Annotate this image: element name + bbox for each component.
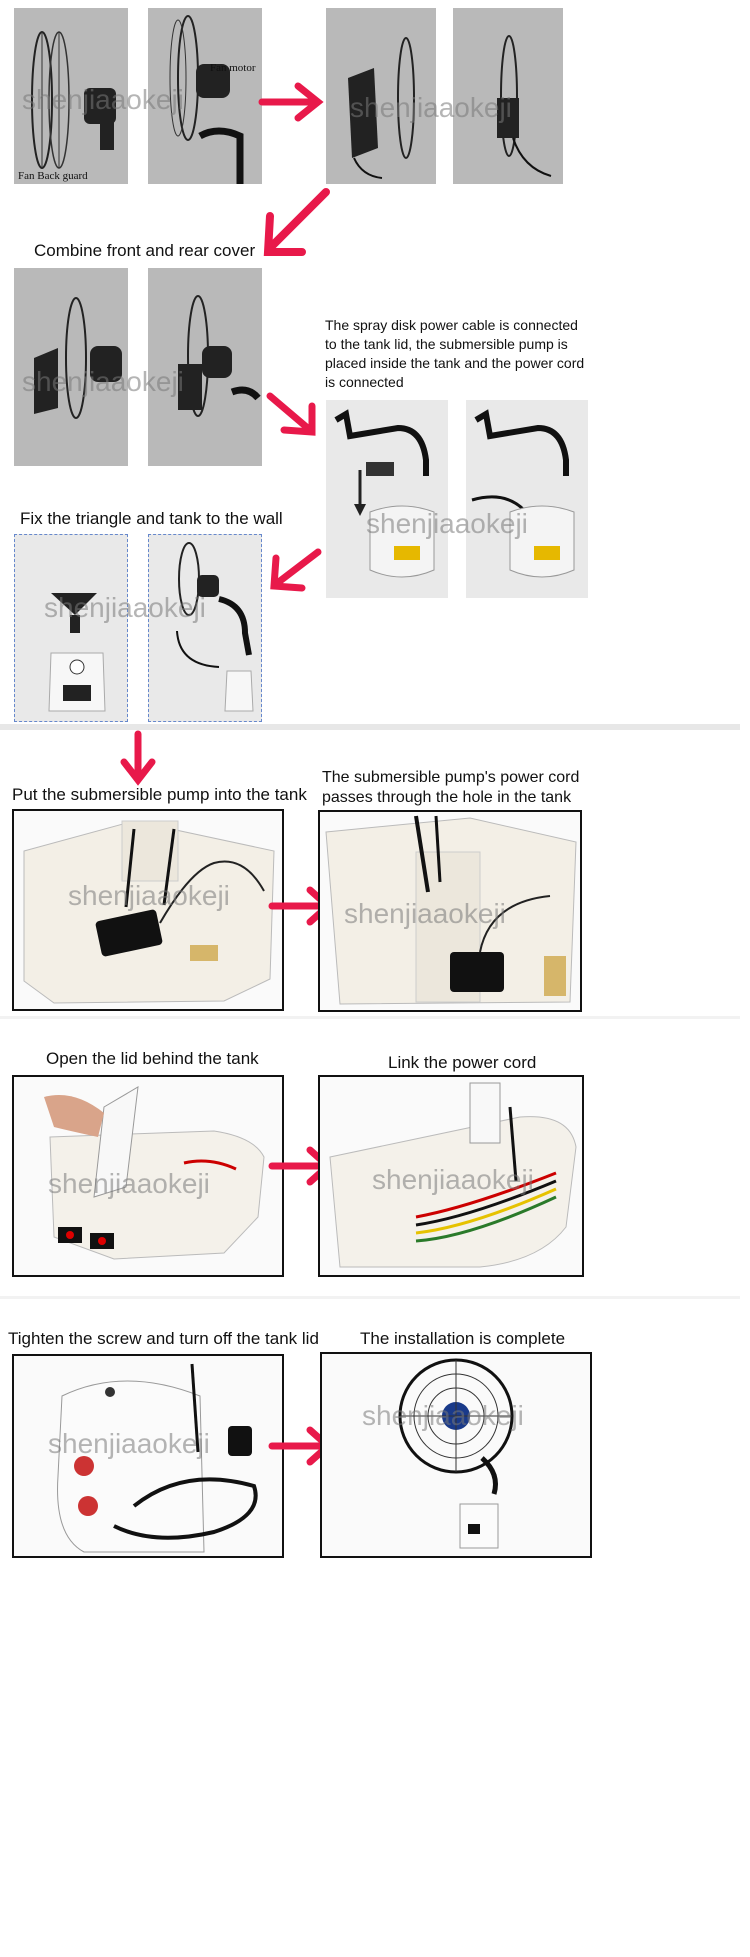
photo-fan-motor: Fan motor [148,8,262,184]
arrow-right-icon [266,392,316,436]
pump-tank-drawing [23,820,275,1004]
caption-link-cord: Link the power cord [388,1053,537,1072]
fan-motor-label: Fan motor [210,62,256,74]
photo-spray-disk-tank [326,400,448,598]
photo-combine-1 [14,268,128,466]
caption-tighten-screw: Tighten the screw and turn off the tank … [8,1329,319,1348]
caption-combine-cover: Combine front and rear cover [34,241,256,260]
photo-fan-disassembled: Fan Back guard [14,8,128,184]
caption-fix-triangle: Fix the triangle and tank to the wall [20,509,283,528]
arrow-down-icon [120,730,156,786]
triangle-tank-drawing [48,593,106,712]
caption-put-pump: Put the submersible pump into the tank [12,785,307,804]
arrow-right-icon [258,82,324,122]
tank-connected-drawing [471,409,575,578]
section-divider [0,1296,740,1299]
fan-mounted-drawing [176,542,254,712]
caption-power-cord-hole: The submersible pump's power cord passes… [322,769,580,806]
photo-installation-complete [320,1352,592,1558]
fan-side-drawing-2 [497,35,552,177]
link-cord-drawing [329,1082,577,1268]
fan-guard-drawing [31,31,116,169]
cord-hole-drawing [325,815,577,1005]
caption-open-lid: Open the lid behind the tank [46,1049,259,1068]
caption-installation-complete: The installation is complete [360,1329,566,1348]
section-divider [0,1016,740,1019]
photo-fan-side-1 [326,8,436,184]
photo-link-cord [318,1075,584,1277]
photo-tighten-lid [12,1354,284,1558]
fan-motor-drawing [169,15,244,184]
photo-pump-into-tank [12,809,284,1011]
photo-cord-through-hole [318,810,582,1012]
photo-tank-connected [466,400,588,598]
fan-combined-drawing-2 [178,295,261,417]
fan-combined-drawing [34,297,122,419]
tighten-lid-drawing [57,1363,258,1553]
fan-side-drawing [348,37,415,179]
photo-fan-side-2 [453,8,563,184]
arrow-down-left-icon [263,188,330,256]
section-divider [0,724,740,730]
open-lid-drawing [44,1086,265,1260]
caption-spray-disk: The spray disk power cable is connected … [325,317,585,390]
photo-triangle-tank [14,534,128,722]
fan-back-guard-label: Fan Back guard [18,170,88,182]
arrow-down-left-icon [270,548,322,592]
photo-fan-mounted [148,534,262,722]
photo-combine-2 [148,268,262,466]
installed-fan-drawing [398,1358,514,1549]
photo-open-lid [12,1075,284,1277]
tank-drawing [334,409,435,578]
